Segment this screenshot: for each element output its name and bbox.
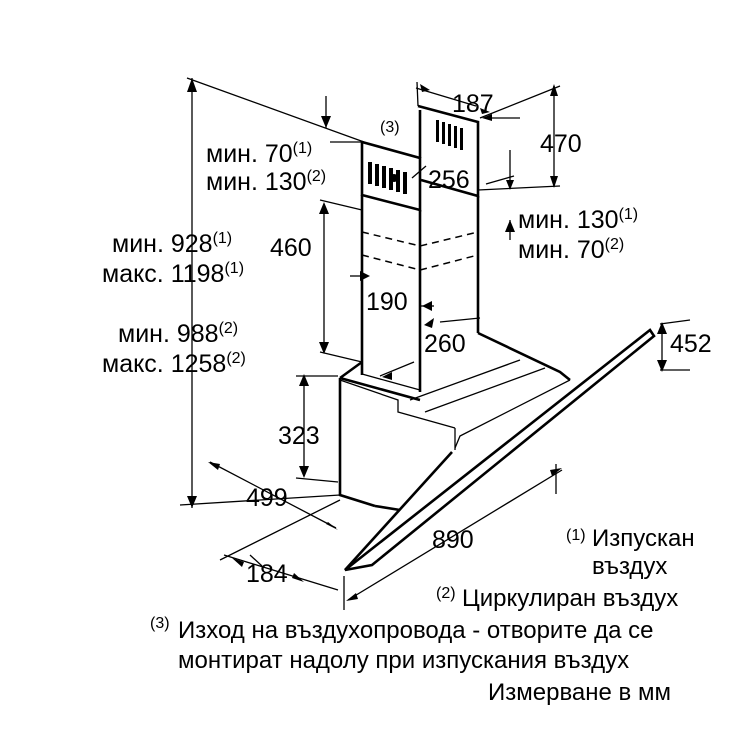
legend: (1) Изпускан въздух (2) Циркулиран възду… [150, 525, 695, 706]
dim-187: 187 [452, 90, 494, 118]
dim-190: 190 [366, 288, 408, 316]
label-min-988: мин. 988(2) [118, 320, 238, 348]
dim-323: 323 [278, 422, 320, 450]
dim-460: 460 [270, 234, 312, 262]
label-max-1258: макс. 1258(2) [102, 350, 246, 378]
dimension-lines [179, 77, 691, 610]
note3-marker: (3) [150, 615, 170, 632]
label-min-130-right: мин. 130(1) [518, 206, 638, 234]
note2-marker: (2) [436, 585, 456, 602]
note2-text: Циркулиран въздух [462, 585, 678, 612]
dimension-values: 187 470 256 460 190 260 452 323 499 890 … [246, 90, 712, 588]
units-note: Измерване в мм [488, 679, 671, 706]
dim-260: 260 [424, 330, 466, 358]
label-min-928: мин. 928(1) [112, 230, 232, 258]
label-min-70-top: мин. 70(1) [206, 140, 312, 168]
note1-marker: (1) [566, 527, 586, 544]
label-min-130-top: мин. 130(2) [206, 168, 326, 196]
label-min-70-right: мин. 70(2) [518, 236, 624, 264]
dim-890: 890 [432, 526, 474, 554]
note1-line1: Изпускан [592, 525, 695, 552]
outlet-marker: (3) [380, 119, 400, 136]
dim-452: 452 [670, 330, 712, 358]
vent-slots-front [368, 162, 407, 194]
outlet-dot [390, 174, 398, 182]
dim-256: 256 [428, 166, 470, 194]
label-max-1198: макс. 1198(1) [102, 260, 244, 288]
note3-line2: монтират надолу при изпускания въздух [178, 647, 629, 674]
dim-184: 184 [246, 560, 288, 588]
hood-outline [338, 104, 656, 572]
installation-labels: (3) мин. 70(1) мин. 130(2) мин. 130(1) м… [102, 119, 638, 378]
note3-line1: Изход на въздухопровода - отворите да се [178, 617, 653, 644]
vent-slots-back [436, 120, 463, 150]
note1-line2: въздух [592, 553, 667, 580]
dim-499: 499 [246, 484, 288, 512]
dim-470: 470 [540, 130, 582, 158]
